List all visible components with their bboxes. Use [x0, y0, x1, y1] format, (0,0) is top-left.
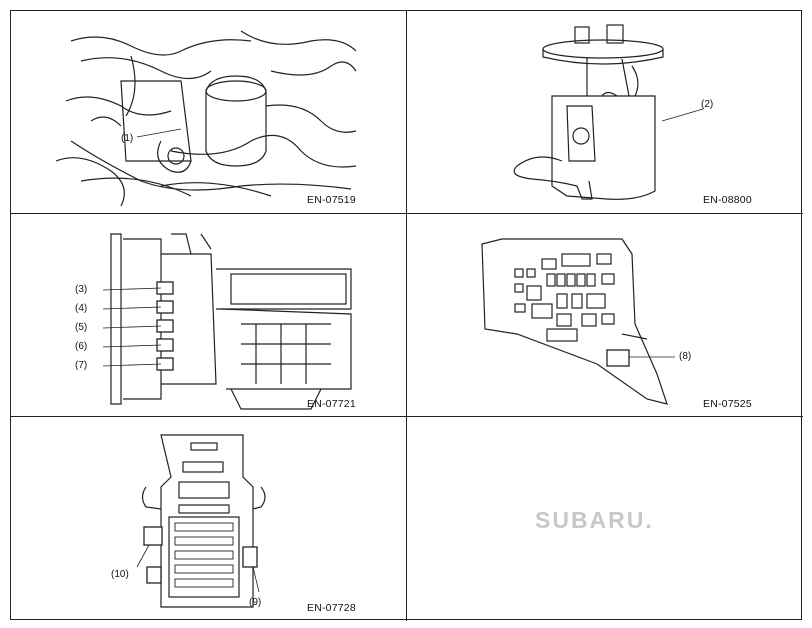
panel-fuse-box: (8) EN-07525	[407, 214, 803, 417]
subaru-logo: SUBARU.	[535, 507, 654, 533]
callout-4: (4)	[75, 303, 88, 314]
panel-logo: SUBARU.	[407, 417, 803, 621]
panel-fuel-pump: (2) EN-08800	[407, 11, 803, 214]
fuel-pump-illustration	[513, 24, 704, 200]
panel-interior-fuse-panel: (10) (9) EN-07728	[11, 417, 407, 621]
panel-connector-bracket: (3) (4) (5) (6) (7) EN-07721	[11, 214, 407, 417]
callout-10: (10)	[111, 569, 129, 580]
callout-2: (2)	[701, 99, 714, 110]
figure-code: EN-07721	[307, 398, 356, 410]
callout-7: (7)	[75, 360, 88, 371]
callout-6: (6)	[75, 341, 88, 352]
figure-code: EN-08800	[703, 194, 752, 206]
panel-engine-bay: (1) EN-07519	[11, 11, 407, 214]
fuse-box-illustration	[481, 238, 675, 405]
figure-code: EN-07519	[307, 194, 356, 206]
callout-3: (3)	[75, 284, 88, 295]
callout-9: (9)	[249, 597, 262, 608]
interior-fuse-panel-illustration	[136, 434, 266, 608]
connector-bracket-illustration	[102, 233, 352, 410]
diagram-grid: (1) EN-07519 (2) EN-08800	[10, 10, 803, 621]
engine-bay-illustration	[55, 22, 357, 207]
callout-8: (8)	[679, 351, 692, 362]
figure-code: EN-07728	[307, 602, 356, 614]
callout-5: (5)	[75, 322, 88, 333]
callout-1: (1)	[121, 133, 134, 144]
figure-code: EN-07525	[703, 398, 752, 410]
